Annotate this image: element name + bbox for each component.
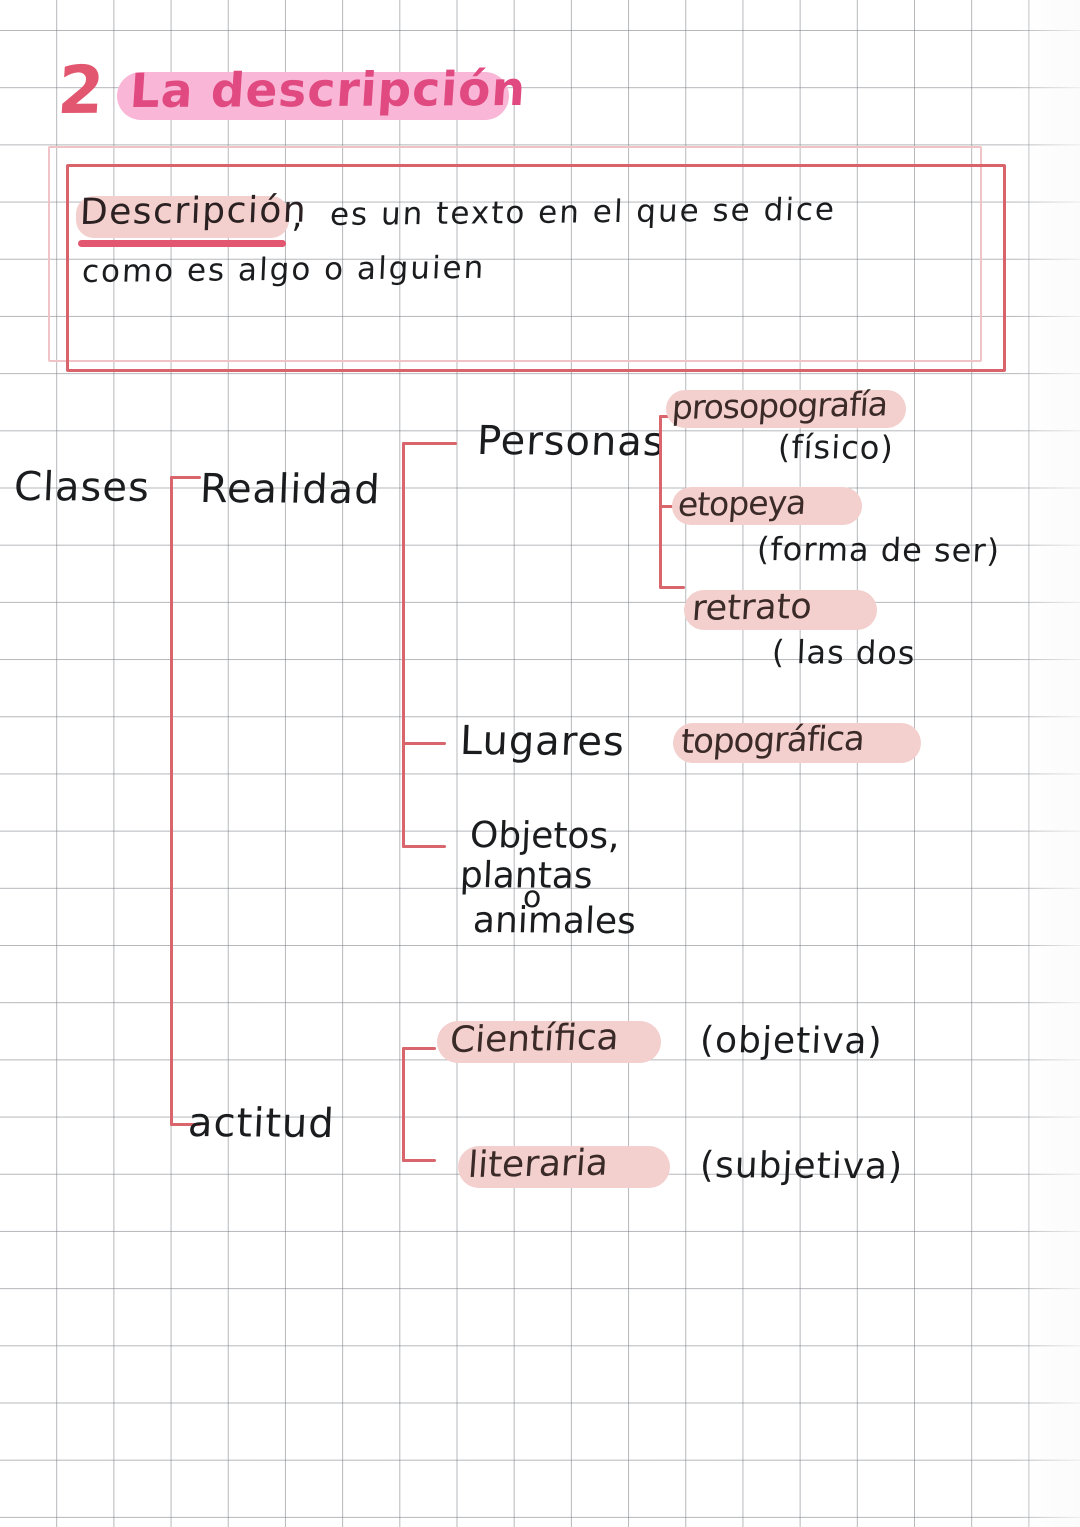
bracket-level2-vertical (402, 442, 405, 848)
bracket-level2-tick-objetos (402, 845, 446, 848)
bracket-actitud-tick-cientifica (402, 1047, 436, 1050)
bracket-level3-vertical (659, 415, 662, 588)
type-label-cientifica: Científica (448, 1017, 621, 1062)
type-note-cientifica: (objetiva) (699, 1020, 884, 1063)
type-note-etopeya: (forma de ser) (756, 530, 1001, 570)
child-label-lugares: Lugares (459, 718, 626, 766)
type-label-etopeya: etopeya (676, 482, 807, 525)
type-note-literaria: (subjetiva) (699, 1145, 905, 1188)
child-label-objetos-line4: animales (472, 900, 637, 943)
definition-line2: como es algo o alguien (81, 249, 487, 291)
type-label-topografica: topográfica (679, 718, 866, 763)
bracket-actitud-tick-literaria (402, 1159, 436, 1162)
type-label-retrato: retrato (690, 586, 814, 630)
definition-line1-rest: es un texto en el que se dice (329, 191, 837, 234)
type-label-prosopografia: prosopografía (670, 384, 889, 428)
branch-label-actitud: actitud (187, 1100, 336, 1148)
bracket-level2-tick-lugares (402, 742, 446, 745)
bracket-level1-vertical (170, 476, 173, 1126)
bracket-level2-tick-personas (402, 442, 457, 445)
definition-term: Descripción (79, 189, 309, 234)
type-label-literaria: literaria (466, 1142, 610, 1187)
bracket-level3-tick-retrato (659, 586, 685, 589)
type-note-prosopografia: (físico) (777, 428, 895, 467)
definition-comma: , (291, 195, 306, 237)
bracket-level1-tick-realidad (170, 476, 201, 479)
definition-term-underline (78, 240, 286, 247)
heading-title: La descripción (128, 61, 528, 120)
branch-label-realidad: Realidad (199, 466, 382, 514)
child-label-personas: Personas (476, 418, 666, 466)
bracket-actitud-vertical (402, 1047, 405, 1162)
diagram-root-label: Clases (13, 464, 151, 511)
heading-number: 2 (55, 51, 108, 130)
type-note-retrato: ( las dos (771, 633, 917, 672)
child-label-objetos-line1: Objetos, (469, 815, 621, 858)
